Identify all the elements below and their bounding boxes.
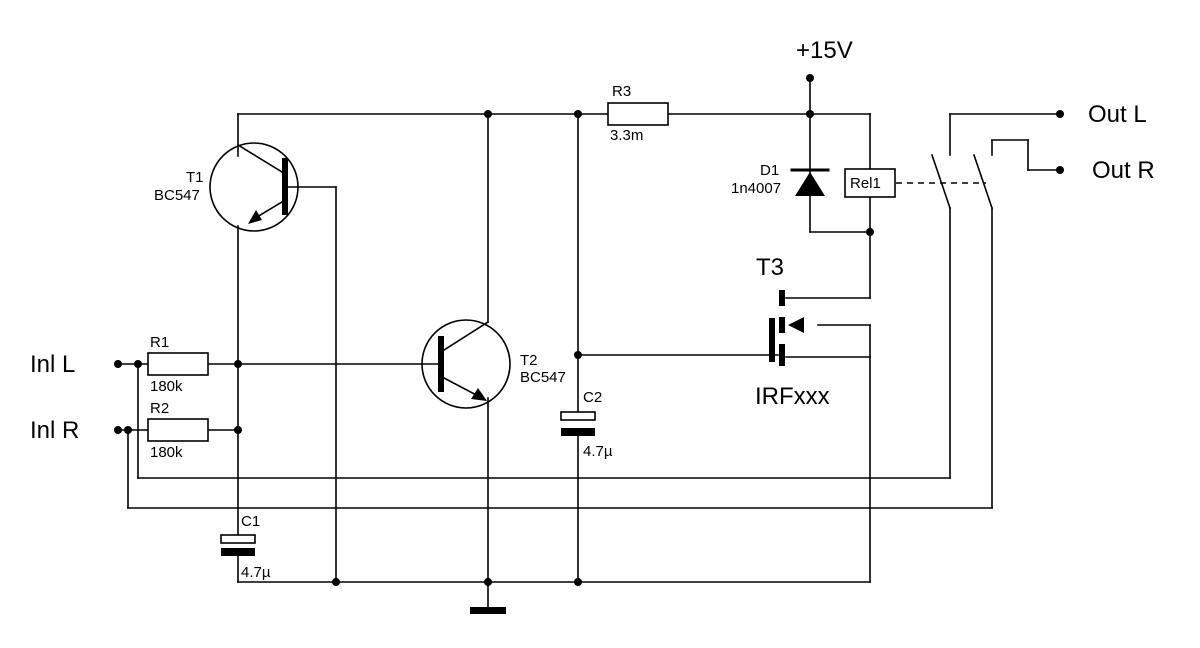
r3-ref: R3 [612,83,631,100]
mosfet-t3: T3 IRFxxx [755,254,830,410]
output-left-label: Out L [1088,101,1147,128]
resistor-r3: R3 3.3m [607,83,669,144]
t1-ref: T1 [186,169,204,186]
capacitor-c2: C2 4.7µ [560,389,613,460]
r1-value: 180k [150,378,183,395]
transistor-t1: T1 BC547 [154,142,299,232]
relay-rel1: Rel1 [844,153,994,210]
transistor-t2: T2 BC547 [421,319,566,409]
d1-value: 1n4007 [731,180,781,197]
c2-value: 4.7µ [583,443,613,460]
r2-value: 180k [150,444,183,461]
wires [117,77,1061,609]
output-right-label: Out R [1092,157,1155,184]
r2-ref: R2 [150,400,169,417]
d1-ref: D1 [760,162,779,179]
capacitor-c1: C1 4.7µ [220,513,271,581]
resistor-r2: R2 180k [147,400,209,461]
supply-label: +15V [796,37,853,64]
t2-ref: T2 [520,352,538,369]
t1-value: BC547 [154,187,200,204]
junctions [114,74,1064,586]
t2-value: BC547 [520,369,566,386]
diode-d1: D1 1n4007 [731,162,830,197]
ground-symbol [470,607,506,614]
r3-value: 3.3m [610,127,643,144]
t3-ref: T3 [756,254,784,281]
c1-value: 4.7µ [241,564,271,581]
t3-value: IRFxxx [755,383,830,410]
input-left-label: Inl L [30,351,75,378]
input-right-label: Inl R [30,417,79,444]
c1-ref: C1 [241,513,260,530]
rel1-ref: Rel1 [850,175,881,192]
resistor-r1: R1 180k [147,334,209,395]
r1-ref: R1 [150,334,169,351]
c2-ref: C2 [583,389,602,406]
